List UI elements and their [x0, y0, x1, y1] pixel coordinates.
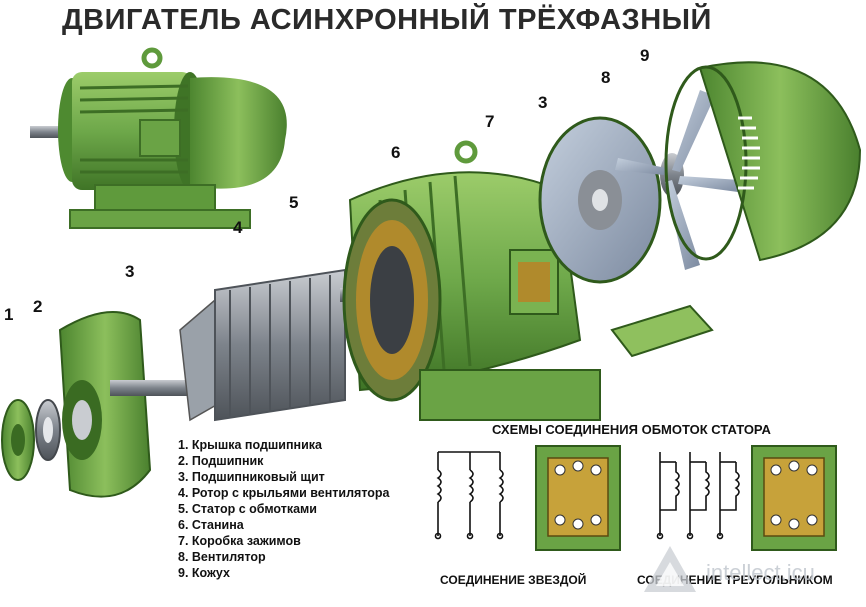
fan-cover	[664, 61, 862, 262]
delta-schematic	[656, 452, 740, 540]
callout-4: 4	[233, 218, 243, 237]
star-schematic	[434, 451, 504, 540]
callout-9: 9	[640, 46, 650, 65]
end-shield-left	[58, 311, 152, 498]
diagram-title: ДВИГАТЕЛЬ АСИНХРОННЫЙ ТРЁХФАЗНЫЙ	[62, 4, 712, 36]
legend-item: 7. Коробка зажимов	[178, 534, 301, 548]
stator-frame	[342, 140, 601, 421]
legend-item: 1. Крышка подшипника	[178, 438, 322, 452]
callout-3-left: 3	[125, 262, 135, 281]
star-terminal-box	[535, 445, 621, 551]
parts-legend: 1. Крышка подшипника 2. Подшипник 3. Под…	[178, 437, 390, 581]
callout-5: 5	[289, 193, 299, 212]
callout-1: 1	[4, 305, 14, 324]
watermark-text: intellect.icu	[706, 560, 815, 585]
callout-2: 2	[33, 297, 43, 316]
legend-item: 3. Подшипниковый щит	[178, 470, 325, 484]
legend-item: 4. Ротор с крыльями вентилятора	[178, 486, 390, 500]
callout-7: 7	[485, 112, 495, 131]
legend-item: 8. Вентилятор	[178, 550, 266, 564]
watermark-logo: intellect.icu	[644, 546, 815, 592]
legend-item: 9. Кожух	[178, 566, 230, 580]
delta-terminal-box	[751, 445, 837, 551]
star-caption: СОЕДИНЕНИЕ ЗВЕЗДОЙ	[440, 573, 587, 587]
legend-item: 6. Станина	[178, 518, 244, 532]
legend-item: 2. Подшипник	[178, 454, 264, 468]
callout-3-right: 3	[538, 93, 548, 112]
assembled-motor	[30, 47, 287, 229]
terminal-box-cover	[610, 304, 714, 358]
bearing	[35, 399, 61, 461]
callout-8: 8	[601, 68, 611, 87]
end-shield-right	[538, 116, 662, 284]
bearing-cap	[1, 399, 35, 481]
callout-6: 6	[391, 143, 401, 162]
legend-item: 5. Статор с обмотками	[178, 502, 317, 516]
schemes-title: СХЕМЫ СОЕДИНЕНИЯ ОБМОТОК СТАТОРА	[492, 422, 771, 437]
